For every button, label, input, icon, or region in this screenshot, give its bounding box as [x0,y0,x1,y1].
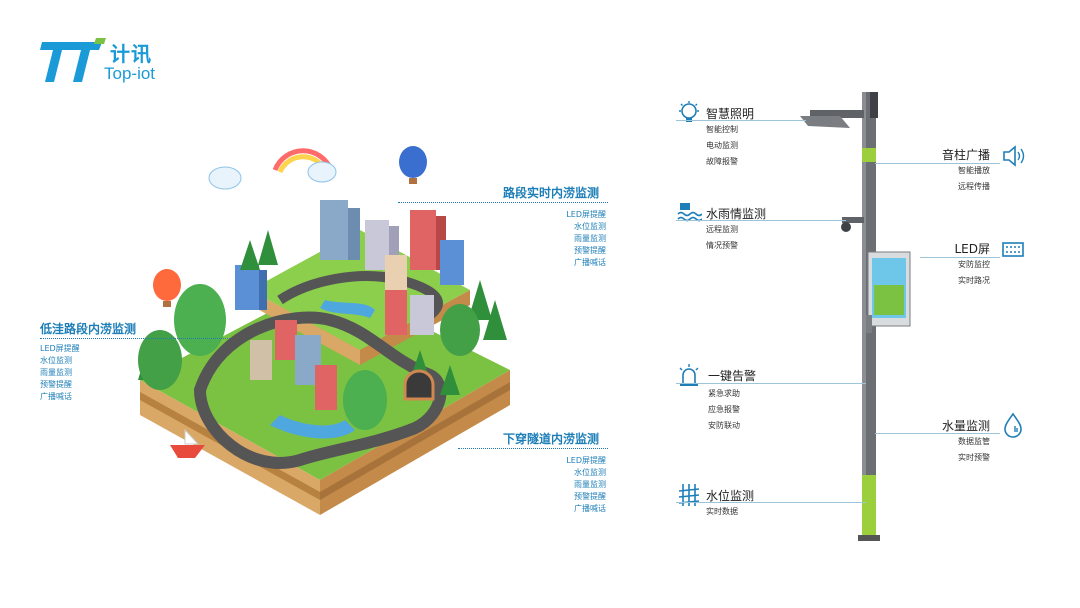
feature-water-volume-item: 实时预警 [958,453,990,462]
alarm-light-icon [679,364,699,386]
smart-pole [800,92,911,541]
feature-water-rain-item: 情况预警 [706,241,738,250]
callout-road-item: LED屏提醒 [566,210,606,219]
feature-speaker-item: 智能播放 [958,166,990,175]
feature-water-volume-line [875,433,1000,434]
feature-lighting-item: 故障报警 [706,157,738,166]
callout-low-line [40,338,230,339]
callout-road-item: 雨量监测 [574,234,606,243]
callout-tunnel-item: LED屏提醒 [566,456,606,465]
feature-water-rain-line [676,220,846,221]
callout-tunnel-item: 广播喊话 [574,504,606,513]
callout-road-item: 水位监测 [574,222,606,231]
feature-water-volume-title: 水量监测 [941,419,990,433]
led-screen-icon [1002,242,1024,257]
feature-alarm-item: 安防联动 [708,421,740,430]
callout-tunnel: 下穿隧道内涝监测 LED屏提醒 水位监测 雨量监测 预警提醒 广播喊话 [458,430,608,515]
logo-mark-icon [40,38,106,82]
feature-led-item: 安防监控 [958,260,990,269]
callout-tunnel-item: 水位监测 [574,468,606,477]
feature-led-item: 实时路况 [958,276,990,285]
water-drop-icon [1004,412,1022,438]
feature-speaker-item: 远程传播 [958,182,990,191]
callout-road-title: 路段实时内涝监测 [503,186,600,200]
callout-road-item: 广播喊话 [574,258,606,267]
callout-low-item: 预警提醒 [40,380,72,389]
brand-logo: 计讯 Top-iot [38,36,178,92]
feature-alarm-line [676,383,866,384]
feature-alarm-item: 紧急求助 [708,389,740,398]
callout-road: 路段实时内涝监测 LED屏提醒 水位监测 雨量监测 预警提醒 广播喊话 [398,184,608,269]
callout-low-item: LED屏提醒 [40,344,80,353]
feature-speaker-title: 音柱广播 [941,148,990,162]
feature-lighting-line [676,120,806,121]
feature-water-level-item: 实时数据 [706,507,738,516]
callout-road-item: 预警提醒 [574,246,606,255]
callout-low-item: 广播喊话 [40,392,72,401]
brand-name-en: Top-iot [104,64,156,83]
callout-low-item: 雨量监测 [40,368,72,377]
feature-water-rain-title: 水雨情监测 [706,207,767,221]
feature-led-line [920,257,1000,258]
feature-led-title: LED屏 [954,242,990,256]
callout-low: 低洼路段内涝监测 LED屏提醒 水位监测 雨量监测 预警提醒 广播喊话 [40,320,230,403]
callout-tunnel-item: 预警提醒 [574,492,606,501]
feature-alarm-item: 应急报警 [708,405,740,414]
feature-water-level-title: 水位监测 [706,489,755,503]
callout-tunnel-line [458,448,608,449]
water-level-icon [678,484,700,506]
water-rain-icon [677,203,702,222]
callout-tunnel-item: 雨量监测 [574,480,606,489]
brand-name-cn: 计讯 [110,42,152,66]
feature-alarm-title: 一键告警 [708,369,757,383]
feature-lighting-title: 智慧照明 [706,107,755,121]
callout-tunnel-title: 下穿隧道内涝监测 [503,432,600,446]
bulb-icon [679,101,699,122]
callout-low-item: 水位监测 [40,356,72,365]
feature-water-rain-item: 远程监测 [706,225,738,234]
feature-speaker-line [875,163,1000,164]
speaker-icon [1003,145,1025,167]
callout-road-line [398,202,608,203]
callout-low-title: 低洼路段内涝监测 [40,322,137,336]
feature-water-volume-item: 数据监管 [958,437,990,446]
feature-lighting-item: 智能控制 [706,125,738,134]
feature-lighting-item: 电动监测 [706,141,738,150]
city-illustration [138,146,510,515]
feature-water-level-line [676,502,866,503]
